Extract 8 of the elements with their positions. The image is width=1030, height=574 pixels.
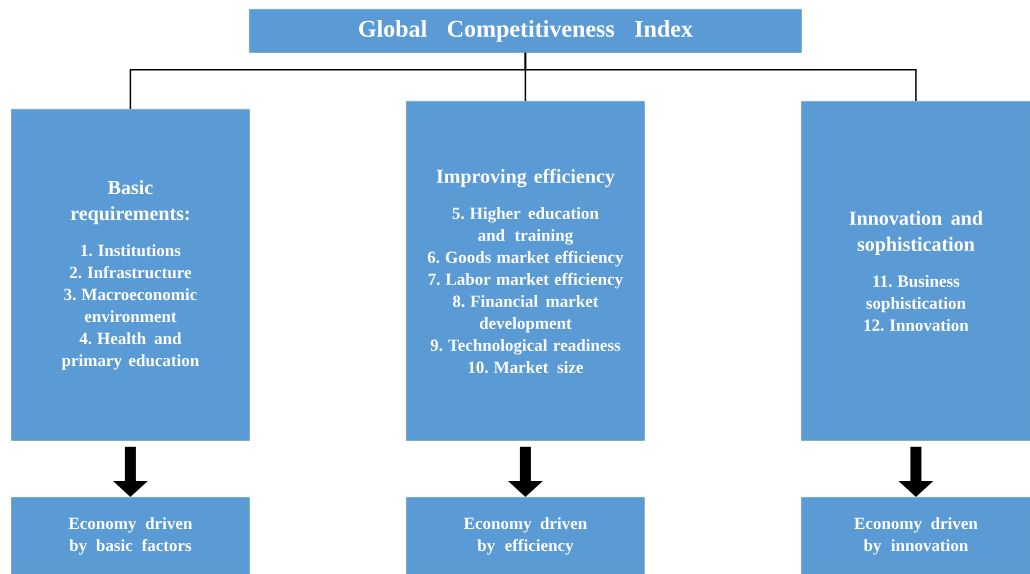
- category-box: Improving efficiency 5. Higher education and training 6. Goods market efficiency 7. Labor market efficiency 8. Financial market development 9. Technological readiness 10. Market size: [406, 101, 645, 441]
- outcome-box: Economy driven by innovation: [801, 497, 1030, 574]
- outcome-box: Economy driven by efficiency: [406, 497, 645, 574]
- category-box: Innovation and sophistication 11. Business sophistication 12. Innovation: [801, 101, 1030, 441]
- title-box: Global Competitiveness Index: [249, 9, 802, 53]
- connector-line: [524, 52, 917, 102]
- category-box: Basic requirements: 1. Institutions 2. Infrastructure 3. Macroeconomic environment 4. Health and primary education: [11, 109, 250, 441]
- outcome-box: Economy driven by basic factors: [11, 497, 250, 574]
